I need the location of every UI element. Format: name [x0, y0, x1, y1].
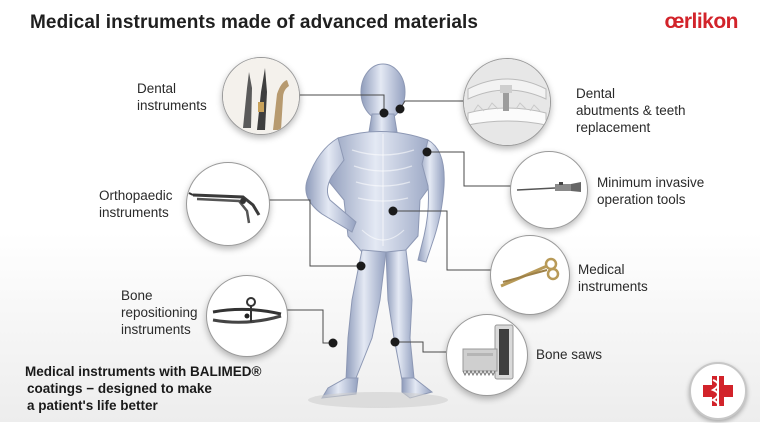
dental-handpiece-icon: [222, 57, 300, 135]
rongeur-forceps-icon: [186, 162, 270, 246]
dental-implant-icon: [463, 58, 551, 146]
slide-title: Medical instruments made of advanced mat…: [30, 12, 479, 33]
laparoscopic-tool-icon: [510, 151, 588, 229]
connector-dental-instruments: [296, 94, 385, 113]
label-dental-abutments: Dental abutments & teeth replacement: [576, 86, 686, 135]
bone-clamp-icon: [206, 275, 288, 357]
connector-minimum-invasive: [427, 151, 516, 187]
body-silhouette: [305, 63, 445, 399]
connector-bone-repositioning: [285, 309, 333, 344]
oerlikon-logo: œrlikon: [664, 10, 739, 33]
label-medical-instruments: Medical instruments: [578, 262, 648, 294]
connector-dental-abutments: [399, 100, 463, 110]
balimed-tagline: Medical instruments with BALIMED® coatin…: [25, 364, 262, 413]
connector-orthopaedic: [268, 199, 361, 267]
callout-connectors: [268, 94, 516, 353]
label-minimum-invasive-tools: Minimum invasive operation tools: [597, 175, 705, 207]
label-bone-repositioning-instruments: Bone repositioning instruments: [121, 288, 198, 337]
skeleton-hint: [351, 134, 415, 246]
bone-saw-blade-icon: [446, 314, 528, 396]
label-orthopaedic-instruments: Orthopaedic instruments: [99, 188, 173, 220]
scissors-icon: [490, 235, 570, 315]
connector-bone-saws: [395, 341, 446, 353]
medical-cross-emblem-icon: [689, 362, 747, 420]
label-bone-saws: Bone saws: [536, 347, 603, 362]
connector-dots: [328, 104, 432, 348]
label-dental-instruments: Dental instruments: [137, 81, 207, 113]
connector-medical-instruments: [393, 210, 492, 271]
